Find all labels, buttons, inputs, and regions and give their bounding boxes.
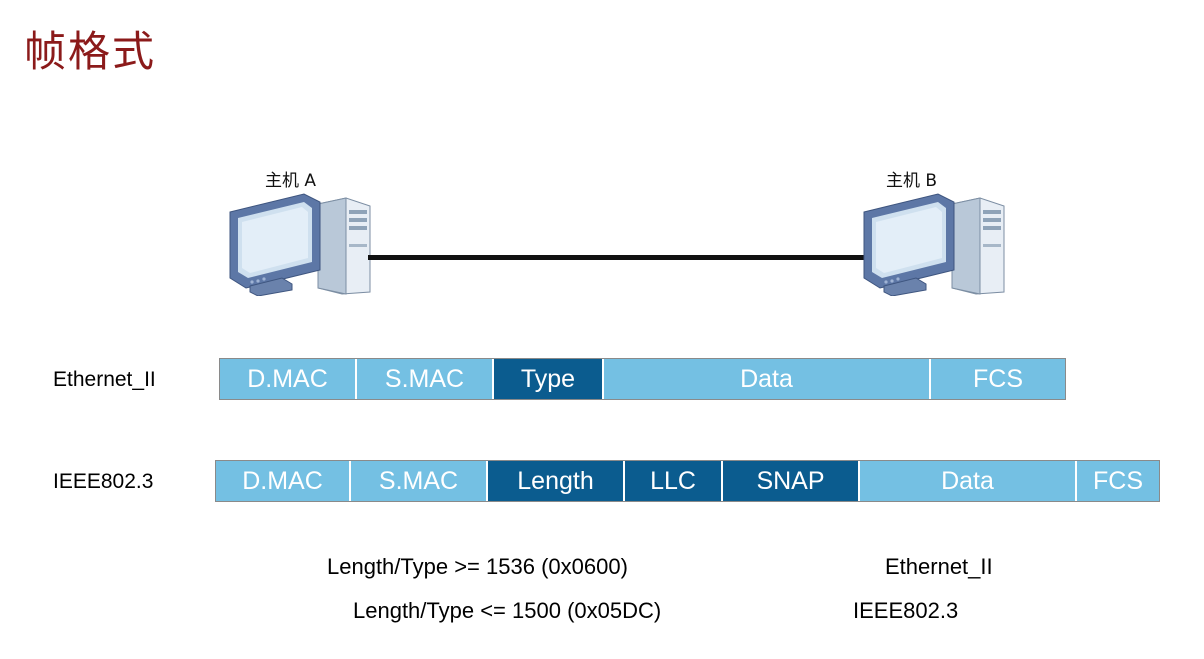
ieee-field-llc: LLC (625, 461, 723, 501)
rule-result-ethernet-ii: Ethernet_II (885, 554, 993, 579)
eth-field-type: Type (494, 359, 604, 399)
eth-field-smac: S.MAC (357, 359, 494, 399)
page-title: 帧格式 (24, 27, 157, 76)
host-b-label: 主机 B (886, 171, 938, 191)
host-b-computer-icon (856, 190, 1006, 301)
host-a-computer-icon (222, 190, 372, 301)
ieee-field-dmac: D.MAC (216, 461, 351, 501)
rule-condition-ethernet-ii: Length/Type >= 1536 (0x0600) (327, 554, 628, 579)
eth-field-fcs: FCS (931, 359, 1065, 399)
ieee-field-snap: SNAP (723, 461, 860, 501)
ieee8023-frame: D.MAC S.MAC Length LLC SNAP Data FCS (215, 460, 1160, 502)
ieee8023-label: IEEE802.3 (53, 470, 154, 493)
ieee-field-length: Length (488, 461, 625, 501)
eth-field-data: Data (604, 359, 931, 399)
network-link-line (368, 255, 866, 260)
ethernet-ii-label: Ethernet_II (53, 368, 156, 391)
host-a-label: 主机 A (265, 171, 317, 191)
ethernet-ii-frame: D.MAC S.MAC Type Data FCS (219, 358, 1066, 400)
rule-condition-ieee8023: Length/Type <= 1500 (0x05DC) (353, 598, 662, 623)
ieee-field-smac: S.MAC (351, 461, 488, 501)
ieee-field-data: Data (860, 461, 1077, 501)
ieee-field-fcs: FCS (1077, 461, 1159, 501)
eth-field-dmac: D.MAC (220, 359, 357, 399)
rule-result-ieee8023: IEEE802.3 (853, 598, 959, 623)
